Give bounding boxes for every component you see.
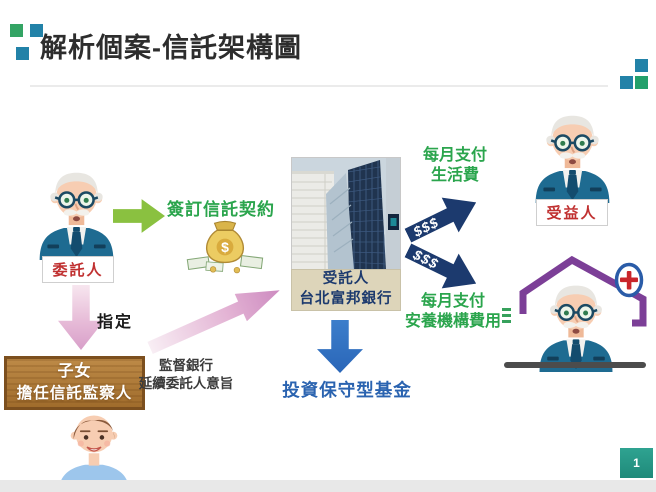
- monthly-living-label: 每月支付 生活費: [407, 146, 503, 187]
- invest-arrow-icon: [317, 320, 363, 373]
- page-number: 1: [620, 448, 653, 478]
- beneficiary-label-text: 受益人: [546, 205, 598, 222]
- trustor-label-text: 委託人: [52, 262, 104, 279]
- decoration-square-green-2: [635, 76, 648, 89]
- sign-contract-label: 簽訂信託契約: [167, 200, 275, 219]
- page-number-text: 1: [633, 456, 640, 470]
- invest-label: 投資保守型基金: [282, 380, 412, 400]
- trustor-label: 委託人: [42, 256, 114, 283]
- monthly-care-line1: 每月支付: [420, 293, 485, 310]
- supervise-note-line2: 延續委託人意旨: [138, 376, 234, 392]
- bush-icon: [502, 308, 511, 323]
- beneficiary-elderly-man-icon: [524, 106, 621, 203]
- supervisor-child-icon: [50, 404, 138, 492]
- trustee-name: 台北富邦銀行: [299, 291, 393, 307]
- title-divider: [30, 85, 608, 87]
- decoration-square-teal: [30, 24, 43, 37]
- decoration-square-teal-2: [16, 47, 29, 60]
- money-amount-text: $$$: [410, 213, 442, 240]
- monthly-living-line1: 每月支付: [422, 147, 487, 164]
- trustee-role: 受託人: [322, 271, 370, 288]
- supervise-arrow-icon: [144, 277, 286, 362]
- trustee-label: 受託人 台北富邦銀行: [291, 269, 401, 311]
- decoration-square-teal-4: [620, 76, 633, 89]
- beneficiary-label: 受益人: [536, 199, 608, 226]
- page-title: 解析個案-信託架構圖: [40, 33, 302, 63]
- monthly-care-line2: 安養機構費用: [404, 313, 501, 331]
- care-home-elderly-man-icon: [538, 284, 614, 372]
- money-bag-icon: [186, 219, 264, 275]
- money-amount-text: $$$: [410, 246, 442, 273]
- supervise-note-line1: 監督銀行: [159, 358, 213, 373]
- supervise-note: 監督銀行 延續委託人意旨: [136, 357, 236, 393]
- supervisor-line2: 擔任信託監察人: [16, 385, 133, 403]
- supervisor-box: 子女 擔任信託監察人: [4, 356, 145, 410]
- monthly-care-label: 每月支付 安養機構費用: [394, 292, 512, 333]
- decoration-square-green: [10, 24, 23, 37]
- care-home-icon: [502, 255, 647, 372]
- decoration-square-teal-3: [635, 59, 648, 72]
- bottom-gray-band: [0, 480, 656, 492]
- trustor-elderly-man-icon: [28, 163, 125, 260]
- trustee-building-photo: [291, 157, 401, 271]
- monthly-living-line2: 生活費: [430, 167, 479, 185]
- designate-label: 指定: [97, 314, 134, 331]
- supervisor-line1: 子女: [57, 363, 92, 381]
